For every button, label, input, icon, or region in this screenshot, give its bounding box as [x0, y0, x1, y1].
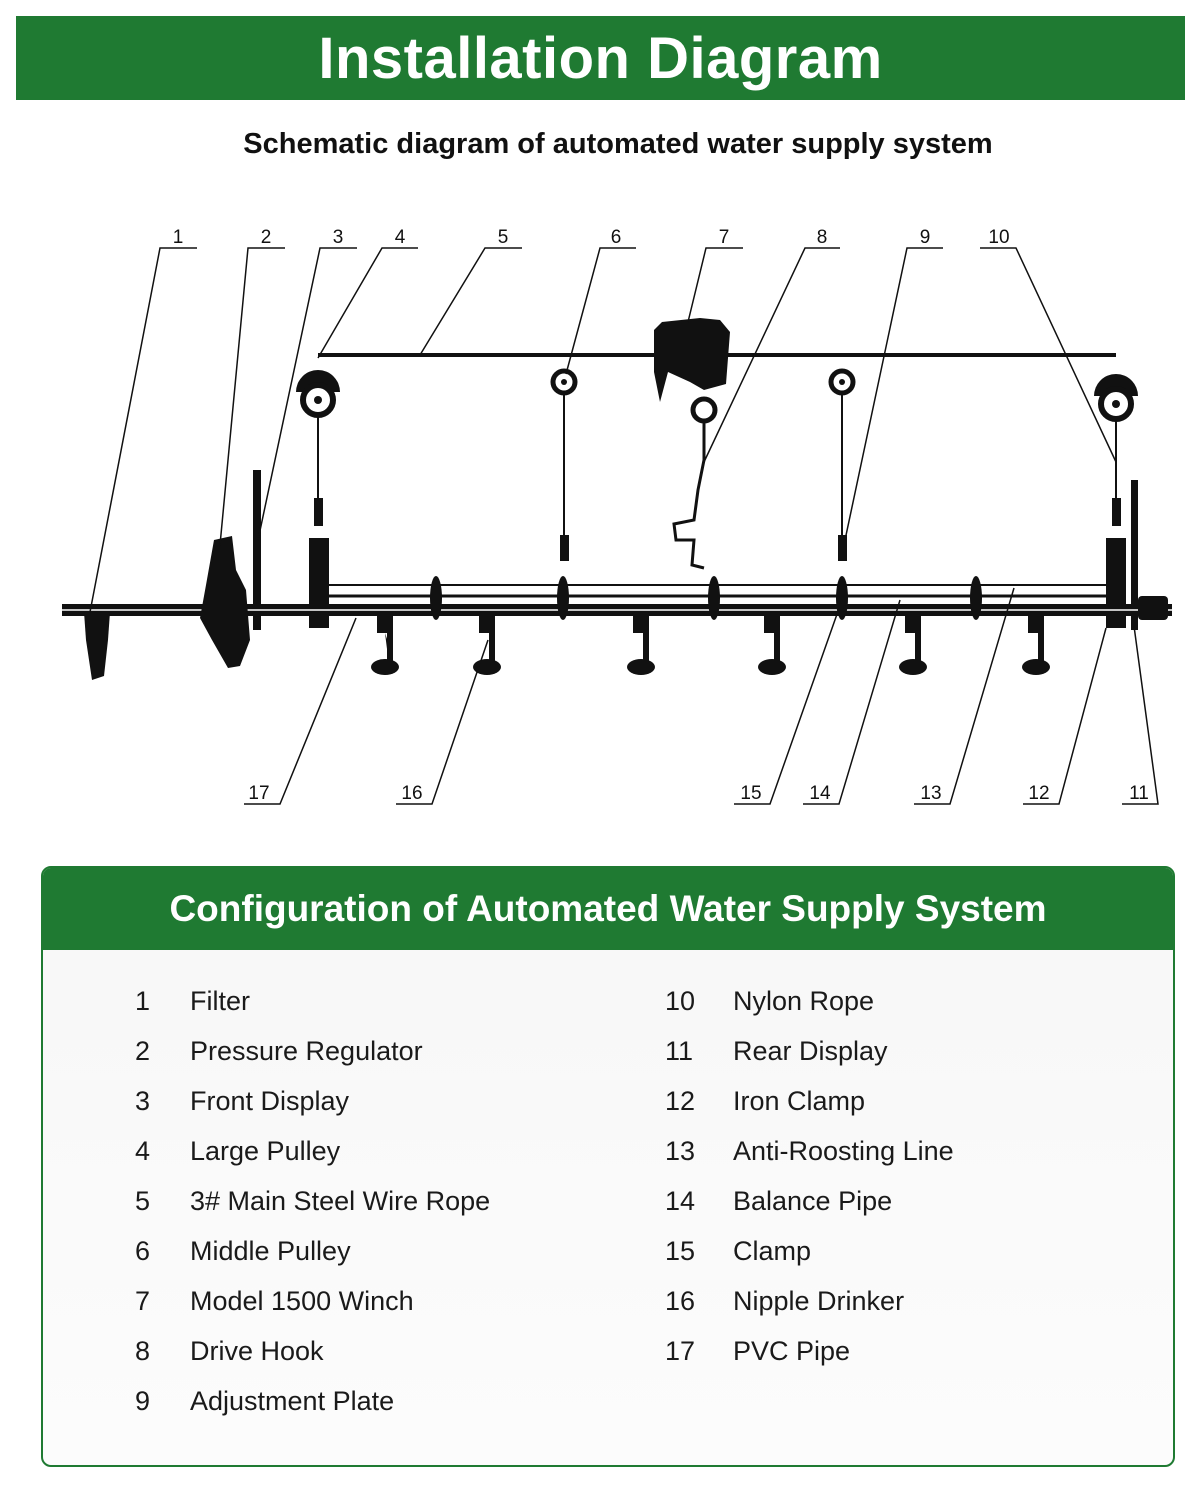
callout-numbers-bottom: 17 16 15 14 13 12 11: [248, 783, 1148, 804]
rear-display: [1131, 480, 1138, 630]
item-number: 12: [665, 1085, 696, 1116]
callout-6: 6: [611, 227, 622, 248]
leader-lines-top: [89, 247, 1117, 613]
item-number: 6: [135, 1235, 151, 1266]
list-item: 10 Nylon Rope: [665, 976, 954, 1026]
callout-4: 4: [395, 227, 406, 248]
item-label: Anti-Roosting Line: [733, 1135, 954, 1166]
water-supply-schematic: 1 2 3 4 5 6 7 8 9 10 17 16 15 14 13 12 1…: [62, 227, 1172, 805]
callout-2: 2: [261, 227, 272, 248]
callout-15: 15: [740, 783, 761, 804]
configuration-title: Configuration of Automated Water Supply …: [43, 868, 1173, 950]
callout-1: 1: [173, 227, 184, 248]
diagram-subtitle: Schematic diagram of automated water sup…: [243, 128, 993, 160]
item-number: 5: [135, 1185, 151, 1216]
front-display: [253, 470, 261, 630]
item-label: Pressure Regulator: [190, 1035, 423, 1066]
parts-list-left: 1 Filter 2 Pressure Regulator 3 Front Displ…: [135, 976, 490, 1426]
middle-pulley-1: [550, 368, 578, 396]
item-label: Balance Pipe: [733, 1185, 893, 1216]
item-label: Drive Hook: [190, 1335, 324, 1366]
list-item: 16 Nipple Drinker: [665, 1276, 954, 1326]
winch: [654, 318, 730, 424]
list-item: 14 Balance Pipe: [665, 1176, 954, 1226]
callout-12: 12: [1028, 783, 1049, 804]
callout-7: 7: [719, 227, 730, 248]
item-label: Iron Clamp: [733, 1085, 866, 1116]
item-label: Rear Display: [733, 1035, 888, 1066]
list-item: 6 Middle Pulley: [135, 1226, 490, 1276]
callout-14: 14: [809, 783, 831, 804]
list-item: 7 Model 1500 Winch: [135, 1276, 490, 1326]
item-number: 4: [135, 1135, 151, 1166]
callout-17: 17: [248, 783, 269, 804]
list-item: 13 Anti-Roosting Line: [665, 1126, 954, 1176]
item-number: 17: [665, 1335, 696, 1366]
item-label: Clamp: [733, 1235, 812, 1266]
list-item: 5 3# Main Steel Wire Rope: [135, 1176, 490, 1226]
item-label: Model 1500 Winch: [190, 1285, 414, 1316]
configuration-panel: Configuration of Automated Water Supply …: [41, 866, 1175, 1467]
middle-pulley-2: [828, 368, 856, 396]
list-item: 1 Filter: [135, 976, 490, 1026]
item-number: 8: [135, 1335, 151, 1366]
callout-5: 5: [498, 227, 509, 248]
item-number: 16: [665, 1285, 696, 1316]
item-number: 15: [665, 1235, 696, 1266]
callout-3: 3: [333, 227, 344, 248]
list-item: 11 Rear Display: [665, 1026, 954, 1076]
nipple-drinkers: [371, 615, 1050, 675]
callout-10: 10: [988, 227, 1009, 248]
callout-8: 8: [817, 227, 828, 248]
pressure-regulator: [200, 536, 250, 668]
item-number: 14: [665, 1185, 696, 1216]
item-label: Nylon Rope: [733, 985, 875, 1016]
filter: [84, 612, 110, 680]
large-pulley-left: [296, 370, 340, 418]
item-label: 3# Main Steel Wire Rope: [190, 1185, 491, 1216]
parts-list-right: 10 Nylon Rope 11 Rear Display 12 Iron Clamp…: [665, 976, 954, 1376]
drive-hook: [672, 422, 706, 570]
item-label: Middle Pulley: [190, 1235, 351, 1266]
list-item: 4 Large Pulley: [135, 1126, 490, 1176]
list-item: 15 Clamp: [665, 1226, 954, 1276]
item-number: 3: [135, 1085, 151, 1116]
item-label: Large Pulley: [190, 1135, 341, 1166]
item-label: Nipple Drinker: [733, 1285, 905, 1316]
item-label: Adjustment Plate: [190, 1385, 395, 1416]
callout-16: 16: [401, 783, 422, 804]
page-title: Installation Diagram: [16, 16, 1185, 100]
item-number: 9: [135, 1385, 151, 1416]
callout-numbers-top: 1 2 3 4 5 6 7 8 9 10: [173, 227, 1010, 248]
item-label: Front Display: [190, 1085, 350, 1116]
list-item: 8 Drive Hook: [135, 1326, 490, 1376]
list-item: 3 Front Display: [135, 1076, 490, 1126]
large-pulley-right: [1094, 374, 1138, 422]
item-number: 7: [135, 1285, 151, 1316]
item-number: 11: [665, 1035, 694, 1066]
list-item: 2 Pressure Regulator: [135, 1026, 490, 1076]
item-number: 10: [665, 985, 696, 1016]
callout-11: 11: [1129, 783, 1149, 804]
callout-13: 13: [920, 783, 941, 804]
list-item: 12 Iron Clamp: [665, 1076, 954, 1126]
item-number: 1: [135, 985, 151, 1016]
leader-lines-bottom: [244, 587, 1159, 805]
item-number: 13: [665, 1135, 696, 1166]
item-label: Filter: [190, 985, 250, 1016]
callout-9: 9: [920, 227, 931, 248]
list-item: 9 Adjustment Plate: [135, 1376, 490, 1426]
item-number: 2: [135, 1035, 151, 1066]
item-label: PVC Pipe: [733, 1335, 851, 1366]
list-item: 17 PVC Pipe: [665, 1326, 954, 1376]
